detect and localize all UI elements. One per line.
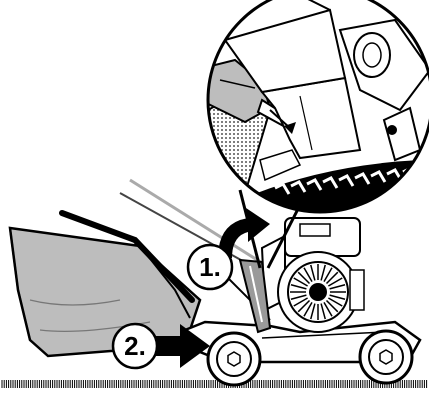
front-wheel xyxy=(360,331,412,383)
step-1-badge: 1. xyxy=(188,245,232,289)
rear-wheel xyxy=(208,333,260,385)
magnifier-inset-icon xyxy=(195,0,429,230)
step-2-label: 2. xyxy=(124,331,146,361)
engine xyxy=(262,218,364,332)
step-2-badge: 2. xyxy=(113,324,157,368)
ground-hatch xyxy=(2,380,427,388)
step-1-label: 1. xyxy=(199,252,221,282)
